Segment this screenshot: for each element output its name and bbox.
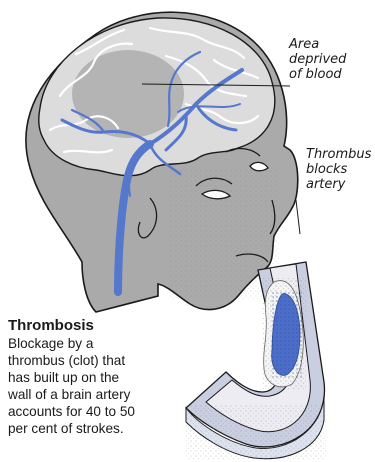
caption: Thrombosis Blockage by a thrombus (clot)… [8, 317, 188, 437]
caption-title: Thrombosis [8, 317, 188, 335]
label-area-deprived: Area deprived of blood [289, 37, 346, 82]
label-line: artery [306, 177, 371, 192]
head-illustration [26, 12, 298, 312]
caption-body: Blockage by a thrombus (clot) that has b… [8, 335, 188, 437]
caption-line: thrombus (clot) that [8, 352, 188, 369]
caption-line: has built up on the [8, 369, 188, 386]
label-thrombus-blocks-artery: Thrombus blocks artery [306, 147, 371, 192]
caption-line: accounts for 40 to 50 [8, 403, 188, 420]
clot-texture [270, 292, 302, 378]
thrombus-leader-line [296, 200, 300, 234]
cut-face-stipple [186, 404, 326, 460]
label-line: blocks [306, 162, 371, 177]
caption-line: per cent of strokes. [8, 420, 188, 437]
caption-line: Blockage by a [8, 335, 188, 352]
caption-line: wall of a brain artery [8, 386, 188, 403]
label-line: deprived [289, 52, 346, 67]
label-line: Thrombus [306, 147, 371, 162]
label-line: Area [289, 37, 346, 52]
label-line: of blood [289, 67, 346, 82]
